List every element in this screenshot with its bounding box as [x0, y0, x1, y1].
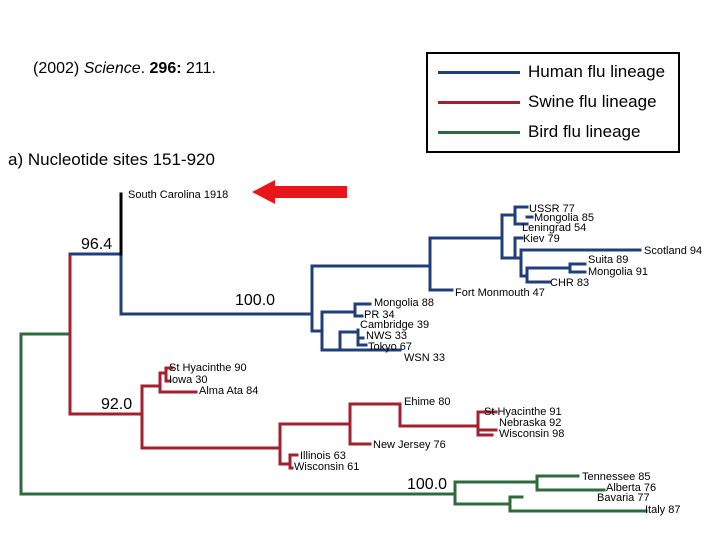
- taxon-swine: St Hyacinthe 90: [169, 362, 247, 374]
- legend-item-swine: Swine flu lineage: [438, 92, 657, 112]
- taxon-bird: Bavaria 77: [597, 492, 650, 504]
- bootstrap-bird: 100.0: [407, 476, 447, 493]
- branch-swine-stem: [68, 252, 144, 416]
- taxon-bird: Alberta 76: [606, 482, 656, 494]
- branch-scotland: [513, 248, 642, 278]
- taxon-bird: Italy 87: [645, 504, 680, 516]
- legend-label-swine: Swine flu lineage: [528, 92, 657, 111]
- branch-iowa: [164, 366, 174, 383]
- citation-volume: 296:: [149, 60, 182, 77]
- branch-cambridge-clade: [338, 330, 402, 352]
- taxon-human: Tokyo 67: [368, 341, 412, 353]
- citation-page: 211.: [186, 60, 216, 77]
- taxon-human: Leningrad 54: [522, 222, 586, 234]
- taxon-swine: Illinois 63: [300, 450, 346, 462]
- taxon-human: Scotland 94: [644, 245, 702, 257]
- taxon-swine: Ehime 80: [404, 396, 450, 408]
- branch-human-upper: [428, 236, 504, 292]
- taxon-human: NWS 33: [366, 330, 407, 342]
- branch-swine-upper: [278, 422, 352, 466]
- taxon-swine: New Jersey 76: [373, 439, 446, 451]
- taxon-human: Cambridge 39: [360, 319, 429, 331]
- branch-nws: [356, 328, 368, 347]
- legend-swatch-human: [438, 70, 520, 74]
- bootstrap-swine: 92.0: [101, 396, 132, 413]
- taxon-swine: Alma Ata 84: [199, 385, 258, 397]
- legend: Human flu lineage Swine flu lineage Bird…: [426, 52, 680, 153]
- taxon-human: WSN 33: [404, 352, 445, 364]
- taxon-human: Mongolia 88: [374, 297, 434, 309]
- branch-root: [19, 332, 457, 496]
- branch-swine-main: [140, 384, 282, 450]
- legend-label-human: Human flu lineage: [528, 62, 666, 81]
- panel-label: a) Nucleotide sites 151-920: [8, 150, 215, 169]
- branch-illinois: [288, 453, 299, 470]
- branch-human-stem: [68, 252, 314, 316]
- branch-human-main: [310, 264, 432, 333]
- branch-ehime-clade: [348, 402, 402, 446]
- taxon-human: CHR 83: [550, 277, 589, 289]
- branch-bavaria: [508, 495, 648, 513]
- taxon-human: Fort Monmouth 47: [455, 287, 545, 299]
- arrow-icon: [252, 180, 347, 204]
- taxon-human: Suita 89: [588, 254, 628, 266]
- taxon-bird: Tennessee 85: [582, 471, 651, 483]
- taxon-swine: Wisconsin 98: [499, 428, 564, 440]
- legend-swatch-bird: [438, 130, 520, 134]
- branch-nebraska-clade: [476, 410, 498, 432]
- taxon-human: Kiev 79: [523, 233, 560, 245]
- legend-item-bird: Bird flu lineage: [438, 122, 640, 142]
- branch-wisconsin98: [476, 428, 494, 437]
- branch-bird-main: [453, 480, 539, 506]
- legend-swatch-swine: [438, 100, 520, 104]
- taxon-swine: Wisconsin 61: [294, 461, 359, 473]
- citation-journal: Science: [83, 60, 141, 77]
- taxon-swine: Iowa 30: [169, 374, 208, 386]
- branch-human-lower: [320, 310, 357, 352]
- branch-stbranch: [398, 402, 480, 428]
- branch-suita-clade: [519, 266, 572, 284]
- taxon-human: Mongolia 85: [534, 212, 594, 224]
- legend-item-human: Human flu lineage: [438, 62, 665, 82]
- taxon-swine: St Hyacinthe 91: [484, 406, 562, 418]
- branch-mongolia88-clade: [353, 302, 372, 318]
- branch-human-ussr: [500, 213, 517, 260]
- branch-tennessee: [535, 474, 606, 492]
- citation: (2002) Science. 296: 211.: [33, 60, 216, 77]
- legend-label-bird: Bird flu lineage: [528, 122, 641, 141]
- bootstrap-human: 96.4: [81, 236, 112, 253]
- taxon-human: USSR 77: [529, 203, 575, 215]
- bootstrap-human-sub: 100.0: [235, 292, 275, 309]
- taxon-human: Mongolia 91: [588, 266, 648, 278]
- taxon-human: PR 34: [364, 309, 395, 321]
- branch-kiev-clade: [513, 236, 524, 260]
- taxon-root-strain: South Carolina 1918: [128, 189, 228, 201]
- citation-year: (2002): [33, 60, 80, 77]
- taxon-swine: Nebraska 92: [499, 417, 561, 429]
- branch-suita: [568, 262, 587, 274]
